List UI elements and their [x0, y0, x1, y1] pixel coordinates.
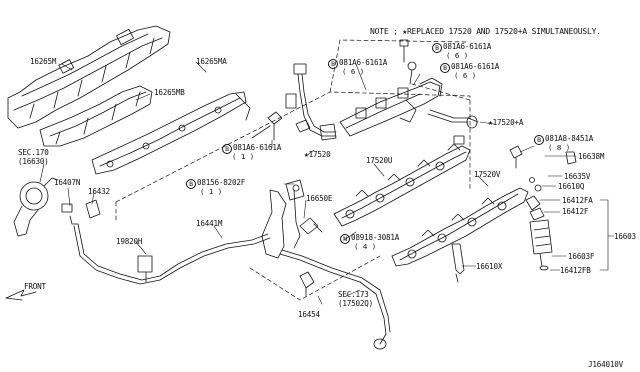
star-icon: ★: [488, 118, 493, 127]
label-16603: 16603: [614, 232, 636, 241]
label-16638m: 16638M: [578, 152, 605, 161]
label-16412f: 16412F: [562, 207, 589, 216]
label-bolt-2-qty: ( 6 ): [342, 67, 365, 76]
label-16412fb: 16412FB: [560, 266, 591, 275]
label-17520: ★17520: [304, 150, 331, 159]
fuel-pump-assembly: [13, 177, 101, 237]
bolt-symbol-icon: B: [534, 135, 544, 145]
label-16610q: 16610Q: [558, 182, 585, 191]
label-bolt-5-qty: ( 1 ): [200, 187, 223, 196]
fuel-rail-17520u: [333, 135, 471, 227]
leader-lines-left: [39, 61, 495, 305]
fuel-rail-17520v: [391, 187, 529, 267]
intake-cover-16265m: [7, 25, 171, 129]
bolt-symbol-icon: B: [186, 179, 196, 189]
bolt-left: [251, 111, 283, 141]
diagram-code: J164010V: [588, 360, 623, 369]
note-body: ★REPLACED 17520 AND 17520+A SIMULTANEOUS…: [402, 27, 601, 36]
label-16650e: 16650E: [306, 194, 333, 203]
injector-16610x: [451, 243, 465, 283]
label-16265m: 16265M: [30, 57, 57, 66]
label-bolt-6-qty: ( 8 ): [548, 143, 571, 152]
label-sec173: SEC.173: [338, 290, 369, 299]
bolt-symbol-icon: B: [432, 43, 442, 53]
label-16610x: 16610X: [476, 262, 503, 271]
bolt-symbol-icon: B: [440, 63, 450, 73]
label-19820h: 19820H: [116, 237, 143, 246]
upper-rail-assembly: [339, 39, 479, 137]
label-sec170: SEC.170: [18, 148, 49, 157]
nut-symbol-icon: N: [340, 234, 350, 244]
label-bolt-1-qty: ( 1 ): [232, 152, 255, 161]
right-column-parts: [509, 145, 577, 271]
label-17520v: 17520V: [474, 170, 501, 179]
bracket-16265ma: [91, 91, 251, 175]
label-16432: 16432: [88, 187, 110, 196]
label-front: FRONT: [24, 282, 46, 291]
fuel-feed-tube: [73, 223, 271, 285]
front-arrow-icon: [5, 289, 37, 301]
star-icon: ★: [304, 150, 309, 159]
label-bolt-4-qty: ( 6 ): [454, 71, 477, 80]
bolt-symbol-icon: B: [328, 59, 338, 69]
label-16441m: 16441M: [196, 219, 223, 228]
label-nut-qty: ( 4 ): [354, 242, 377, 251]
label-16412fa: 16412FA: [562, 196, 593, 205]
label-sec173-ref: (17502Q): [338, 299, 373, 308]
bolt-symbol-icon: B: [222, 144, 232, 154]
hp-tube-16441m: [261, 179, 391, 350]
note-prefix: NOTE ;: [370, 27, 398, 36]
label-bolt-3-qty: ( 6 ): [446, 51, 469, 60]
label-16635v: 16635V: [564, 172, 591, 181]
label-16265mb: 16265MB: [154, 88, 185, 97]
label-16265ma: 16265MA: [196, 57, 227, 66]
label-17520u: 17520U: [366, 156, 393, 165]
label-16407n: 16407N: [54, 178, 81, 187]
intake-cover-16265mb: [39, 85, 153, 147]
leader-lines-right: [519, 145, 615, 271]
label-sec170-ref: (16630): [18, 157, 49, 166]
note-text: NOTE ; ★REPLACED 17520 AND 17520+A SIMUL…: [370, 27, 601, 37]
label-16454: 16454: [298, 310, 320, 319]
label-17520a: ★17520+A: [488, 118, 524, 127]
fuel-hose-upper: [285, 63, 337, 141]
label-16603f: 16603F: [568, 252, 595, 261]
